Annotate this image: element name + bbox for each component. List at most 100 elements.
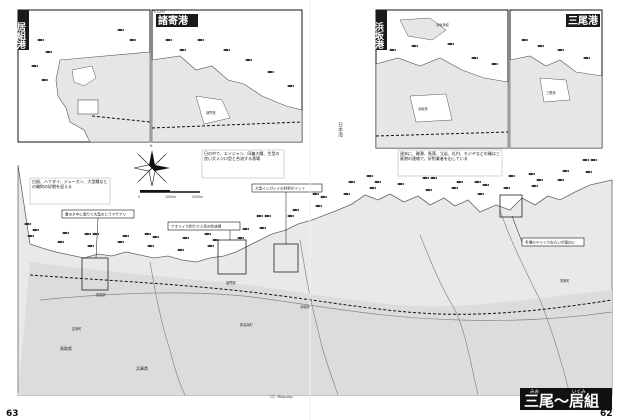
fish-marker-icon bbox=[117, 240, 124, 244]
fish-marker-icon bbox=[528, 172, 535, 176]
fish-marker-icon bbox=[212, 238, 219, 242]
fish-marker-icon bbox=[315, 204, 322, 208]
fish-marker-icon bbox=[245, 58, 252, 62]
fish-marker-icon bbox=[179, 48, 186, 52]
fish-marker-icon bbox=[590, 158, 597, 162]
note-block-3: 週末に、磯潮、馬落、立岩、礼村、モジヤなどの磯は三尾港の連絡で、好釣業者を出して… bbox=[397, 149, 503, 177]
fish-marker-icon bbox=[256, 214, 263, 218]
fish-marker-icon bbox=[31, 64, 38, 68]
callout-4: 冬場のヤリイカねらいが面白い bbox=[511, 215, 585, 247]
fish-marker-icon bbox=[369, 186, 376, 190]
fish-marker-icon bbox=[204, 232, 211, 236]
fish-marker-icon bbox=[287, 84, 294, 88]
page-number-right: 62 bbox=[600, 409, 613, 419]
callout-text-2: アオリイカ釣りで人気の防波堤 bbox=[171, 224, 222, 229]
fish-marker-icon bbox=[430, 176, 437, 180]
fish-marker-icon bbox=[451, 186, 458, 190]
detail-frames bbox=[81, 194, 523, 291]
fish-marker-icon bbox=[422, 176, 429, 180]
fish-marker-icon bbox=[503, 186, 510, 190]
page-title-banner: 三尾〜居組 みお いぐみ bbox=[520, 388, 612, 410]
fish-marker-icon bbox=[585, 170, 592, 174]
fish-marker-icon bbox=[117, 28, 124, 32]
fish-marker-icon bbox=[207, 244, 214, 248]
fish-marker-icon bbox=[45, 50, 52, 54]
note-block-2: 白鼠、ハナダイ、ジューカン、大型鰈なとの磯釣の好期を迎える bbox=[29, 177, 111, 205]
inset-mio-title: 三尾港 bbox=[568, 14, 599, 27]
fish-marker-icon bbox=[312, 192, 319, 196]
inset-mio: 三尾港 三尾港 bbox=[509, 9, 603, 149]
scale-label-1000: 1000m bbox=[165, 195, 176, 199]
compass-north-label: N bbox=[150, 144, 153, 148]
fish-marker-icon bbox=[165, 38, 172, 42]
inset-hamasaka-office-label: 浜坂漁協 bbox=[436, 22, 450, 27]
compass-rose: N bbox=[133, 144, 170, 187]
fish-marker-icon bbox=[366, 174, 373, 178]
fish-marker-icon bbox=[320, 195, 327, 199]
fish-marker-icon bbox=[425, 188, 432, 192]
label-town-iwami: 岩美町 bbox=[72, 326, 82, 331]
inset-moroyose-title: 諸寄港 bbox=[158, 14, 189, 27]
fish-marker-layer bbox=[24, 158, 597, 252]
callout-3: 大型イシガレイの好釣ポイント bbox=[251, 183, 323, 244]
page-title: 三尾〜居組 bbox=[524, 392, 599, 410]
inset-hamasaka: 浜坂港 浜坂港 浜坂漁協 bbox=[373, 9, 509, 149]
callout-text-3: 大型イシガレイの好釣ポイント bbox=[255, 186, 306, 191]
callout-1: 春の夕中に限りて大型のヒラマサアリ bbox=[61, 209, 135, 259]
fish-marker-icon bbox=[32, 228, 39, 232]
fish-marker-icon bbox=[536, 178, 543, 182]
fish-marker-icon bbox=[182, 236, 189, 240]
page-title-ruby-left: みお bbox=[530, 388, 539, 395]
inset-hamasaka-port-label: 浜坂港 bbox=[418, 106, 428, 111]
label-station-igumi: 居組駅 bbox=[96, 292, 106, 297]
fish-marker-icon bbox=[557, 178, 564, 182]
fish-marker-icon bbox=[92, 232, 99, 236]
fish-marker-icon bbox=[41, 78, 48, 82]
fish-marker-icon bbox=[531, 184, 538, 188]
fish-marker-icon bbox=[129, 38, 136, 42]
fish-marker-icon bbox=[491, 62, 498, 66]
inset-mio-port-label: 三尾港 bbox=[546, 90, 556, 95]
callout-text-4: 冬場のヤリイカねらいが面白い bbox=[525, 240, 576, 245]
fish-marker-icon bbox=[287, 214, 294, 218]
label-town-shinonsen: 新温泉町 bbox=[240, 322, 254, 327]
fish-marker-icon bbox=[508, 174, 515, 178]
fish-marker-icon bbox=[482, 183, 489, 187]
fish-marker-icon bbox=[37, 38, 44, 42]
fish-marker-icon bbox=[471, 56, 478, 60]
callout-text-1: 春の夕中に限りて大型のヒラマサアリ bbox=[65, 212, 126, 217]
sea-label: 日本海 bbox=[337, 122, 343, 138]
fish-marker-icon bbox=[411, 44, 418, 48]
main-map-roads bbox=[39, 209, 613, 396]
fish-marker-icon bbox=[27, 234, 34, 238]
main-map-rail bbox=[29, 274, 613, 315]
inset-igumi: 居組港 bbox=[15, 9, 151, 143]
label-station-hamasaka: 浜坂駅 bbox=[300, 304, 310, 309]
fish-marker-icon bbox=[343, 192, 350, 196]
fish-marker-icon bbox=[122, 234, 129, 238]
fish-marker-icon bbox=[197, 38, 204, 42]
fish-marker-icon bbox=[57, 240, 64, 244]
fish-marker-icon bbox=[24, 222, 31, 226]
fish-marker-icon bbox=[562, 169, 569, 173]
fish-marker-icon bbox=[348, 180, 355, 184]
note-text-1: 日の中で、エイジャン、同義大鯖、生型の良い大メジロ型と合流する漁場 bbox=[204, 151, 280, 161]
label-station-moroyose: 諸寄駅 bbox=[226, 280, 236, 285]
fish-marker-icon bbox=[389, 48, 396, 52]
fish-marker-icon bbox=[62, 231, 69, 235]
page-title-ruby-right: いぐみ bbox=[572, 389, 586, 395]
fish-marker-icon bbox=[456, 180, 463, 184]
note-text-2: 白鼠、ハナダイ、ジューカン、大型鰈なとの磯釣の好期を迎える bbox=[32, 179, 108, 189]
scale-label-0: 0 bbox=[138, 195, 140, 199]
fish-marker-icon bbox=[259, 226, 266, 230]
inset-moroyose-ruby: もろよせ bbox=[153, 9, 165, 14]
fish-marker-icon bbox=[223, 48, 230, 52]
label-prefecture-hyogo: 兵庫県 bbox=[136, 365, 148, 371]
label-prefecture-tottori: 鳥取県 bbox=[60, 345, 72, 351]
inset-moroyose: 諸寄港 もろよせ 諸寄港 bbox=[151, 9, 303, 143]
fish-marker-icon bbox=[537, 44, 544, 48]
note-block-1: 日の中で、エイジャン、同義大鯖、生型の良い大メジロ型と合流する漁場 bbox=[201, 149, 285, 179]
fish-marker-icon bbox=[87, 244, 94, 248]
label-town-kasumi: 香美町 bbox=[560, 278, 570, 283]
